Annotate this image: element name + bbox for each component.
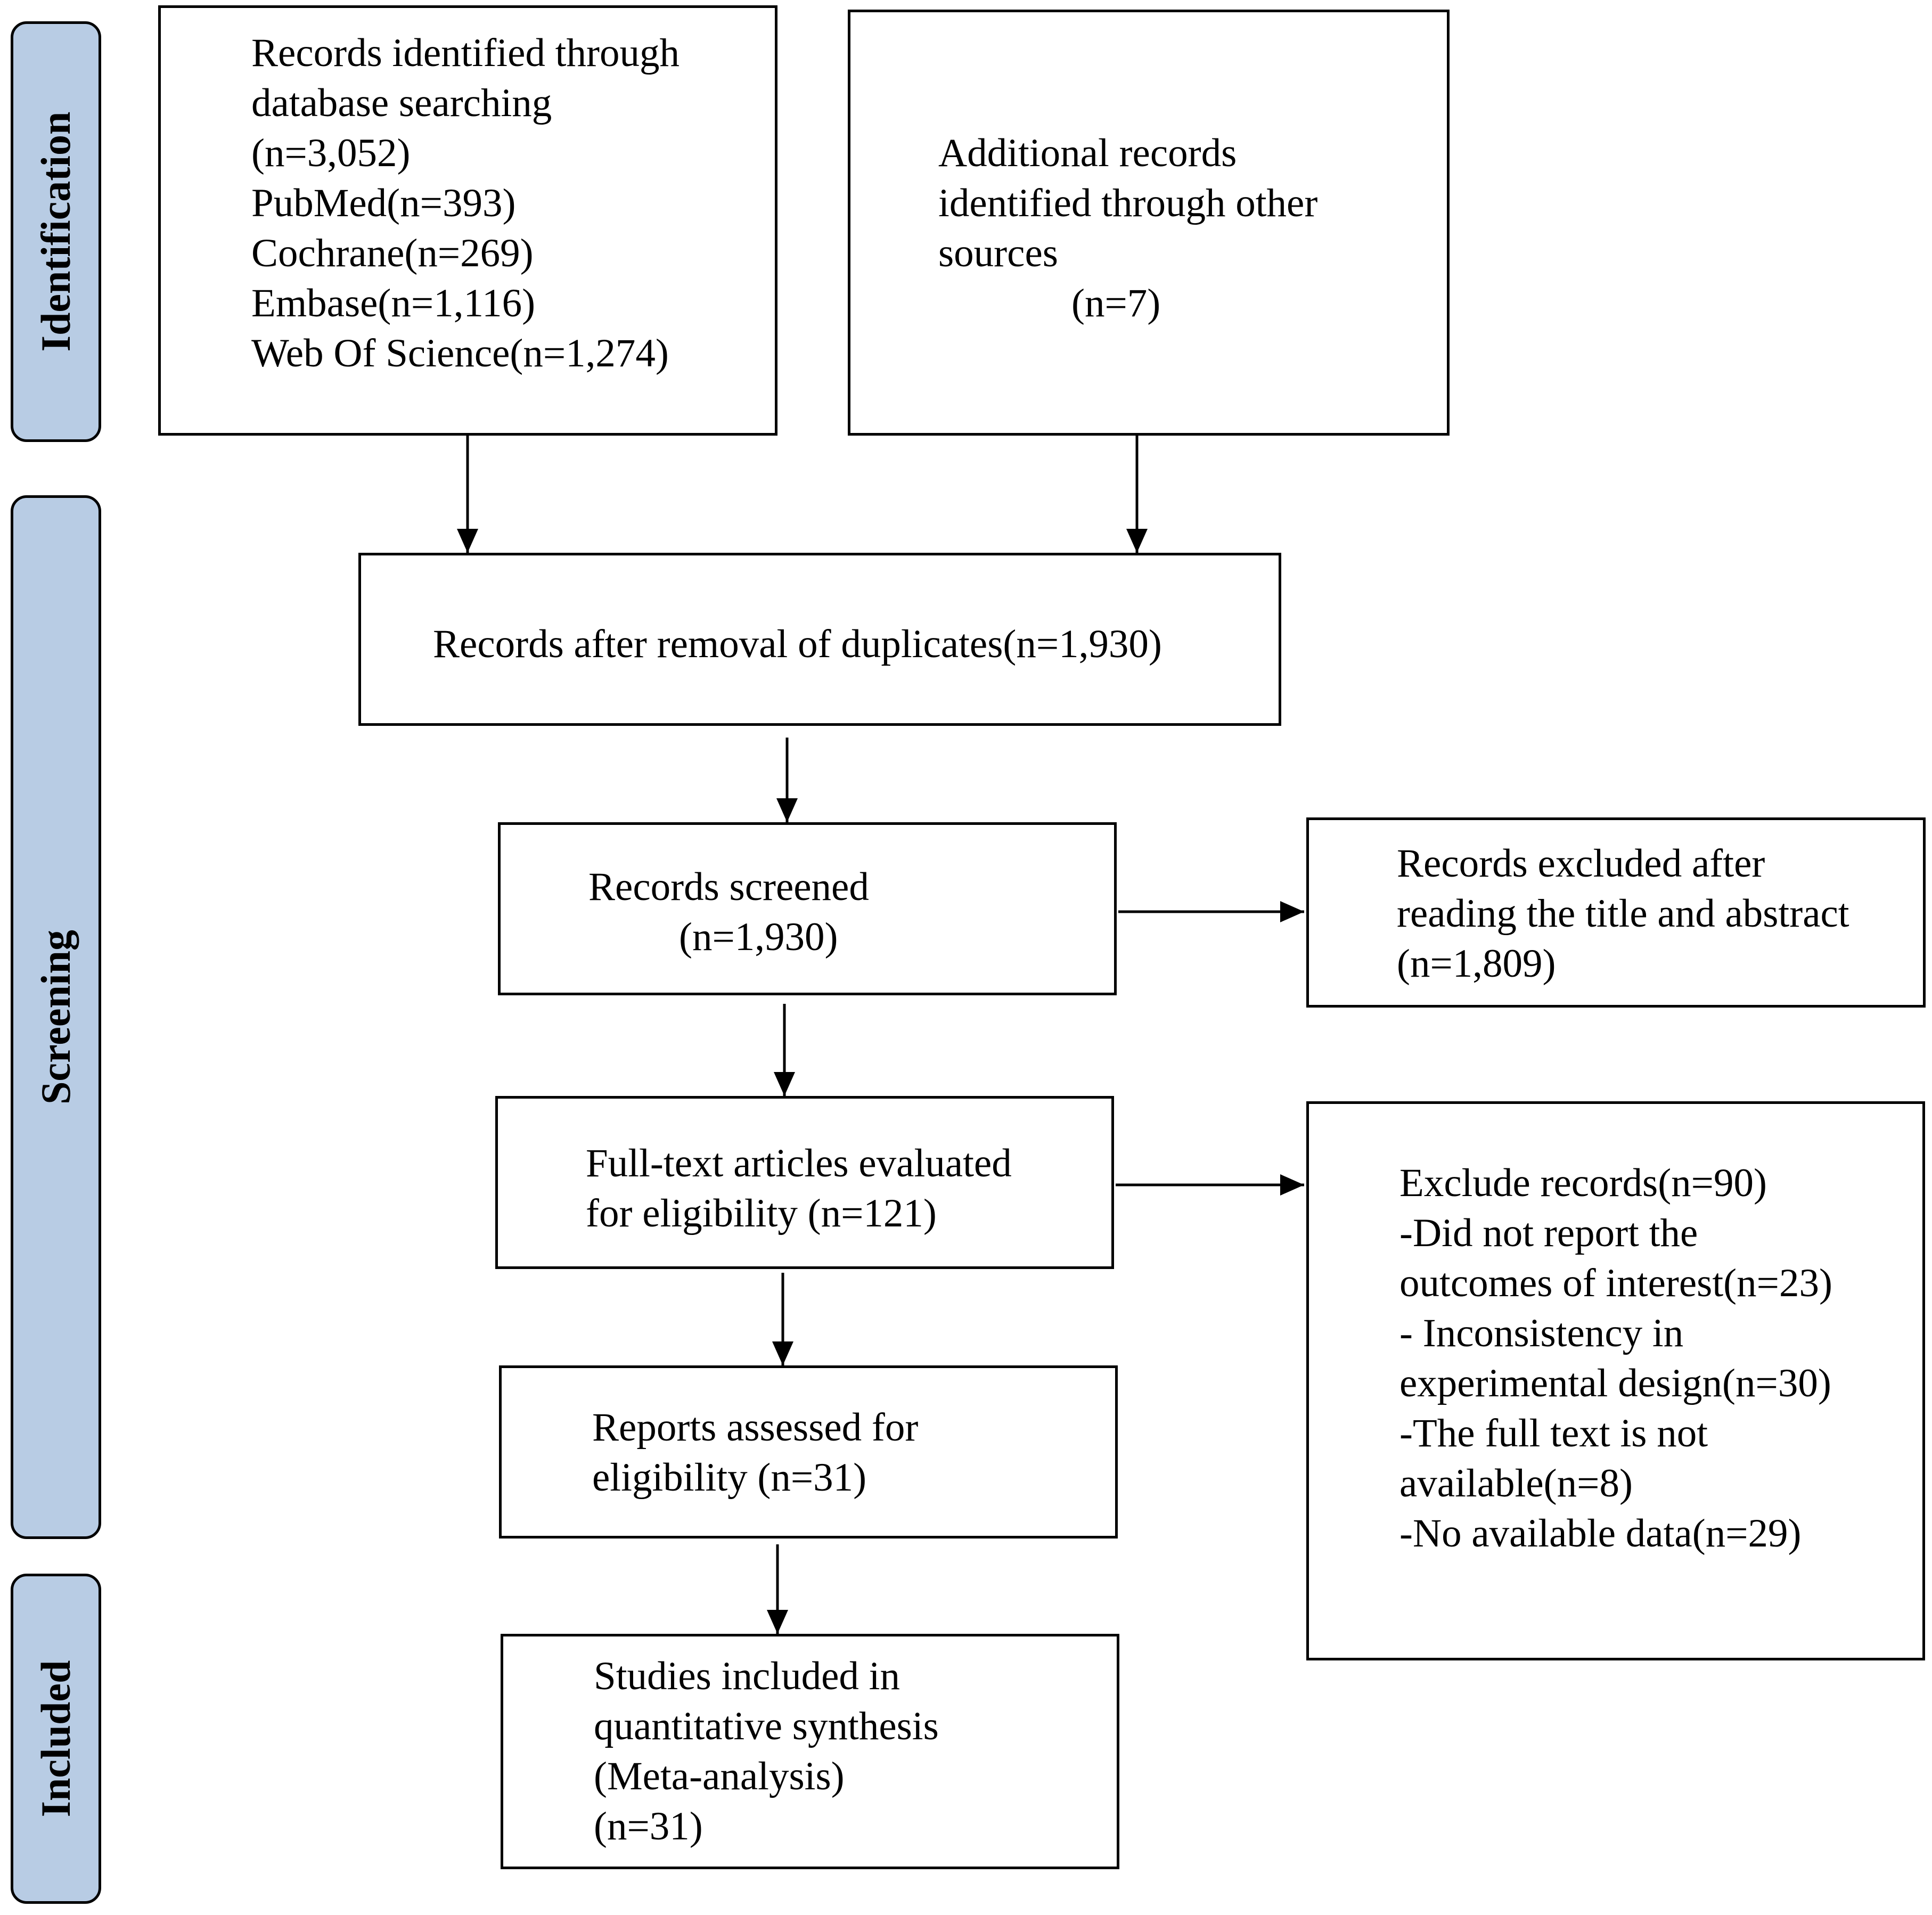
phase-identification: Identification — [11, 21, 101, 442]
included-studies-line: (n=31) — [594, 1804, 703, 1848]
excluded-full-text-line: outcomes of interest(n=23) — [1399, 1261, 1832, 1305]
reports-assessed-line: Reports assessed for — [592, 1405, 919, 1450]
database-search-line: Web Of Science(n=1,274) — [251, 331, 669, 375]
other-sources-box: Additional records identified through ot… — [848, 10, 1450, 436]
excluded-full-text-line: experimental design(n=30) — [1399, 1361, 1831, 1405]
after-duplicates-line: Records after removal of duplicates(n=1,… — [433, 622, 1162, 666]
reports-assessed-text: Reports assessed for eligibility (n=31) — [592, 1403, 918, 1503]
excluded-title-abstract-line: Records excluded after — [1397, 841, 1765, 886]
other-sources-line: identified through other — [938, 181, 1318, 225]
phase-included: Included — [11, 1574, 101, 1904]
excluded-full-text-line: - Inconsistency in — [1399, 1311, 1684, 1355]
included-studies-line: quantitative synthesis — [594, 1704, 939, 1748]
excluded-title-abstract-box: Records excluded after reading the title… — [1306, 817, 1926, 1008]
excluded-full-text-line: -Did not report the — [1399, 1211, 1698, 1255]
screened-text: Records screened (n=1,930) — [588, 862, 869, 962]
reports-assessed-box: Reports assessed for eligibility (n=31) — [499, 1365, 1118, 1538]
excluded-title-abstract-line: reading the title and abstract — [1397, 891, 1849, 936]
screened-box: Records screened (n=1,930) — [498, 822, 1117, 995]
included-studies-box: Studies included in quantitative synthes… — [501, 1634, 1119, 1869]
excluded-full-text-box: Exclude records(n=90) -Did not report th… — [1306, 1101, 1925, 1660]
database-search-line: Cochrane(n=269) — [251, 231, 534, 275]
excluded-full-text-line: -No available data(n=29) — [1399, 1511, 1802, 1556]
screened-title: Records screened — [588, 865, 869, 909]
excluded-full-text-line: Exclude records(n=90) — [1399, 1161, 1767, 1205]
other-sources-line: Additional records — [938, 131, 1237, 175]
after-duplicates-box: Records after removal of duplicates(n=1,… — [358, 553, 1281, 726]
excluded-full-text-text: Exclude records(n=90) -Did not report th… — [1399, 1158, 1832, 1559]
database-search-line: Records identified through — [251, 31, 680, 75]
full-text-line: for eligibility (n=121) — [586, 1191, 937, 1235]
excluded-title-abstract-text: Records excluded after reading the title… — [1397, 839, 1849, 989]
full-text-line: Full-text articles evaluated — [586, 1141, 1012, 1185]
phase-screening: Screening — [11, 495, 101, 1539]
database-search-box: Records identified through database sear… — [158, 5, 777, 436]
other-sources-text: Additional records identified through ot… — [938, 128, 1317, 329]
other-sources-line: sources — [938, 231, 1058, 275]
included-studies-line: (Meta-analysis) — [594, 1754, 845, 1798]
excluded-title-abstract-line: (n=1,809) — [1397, 942, 1556, 986]
after-duplicates-text: Records after removal of duplicates(n=1,… — [433, 619, 1162, 669]
excluded-full-text-line: available(n=8) — [1399, 1461, 1633, 1505]
included-studies-text: Studies included in quantitative synthes… — [594, 1651, 939, 1852]
included-studies-line: Studies included in — [594, 1654, 900, 1698]
database-search-line: database searching — [251, 81, 552, 125]
full-text-text: Full-text articles evaluated for eligibi… — [586, 1139, 1012, 1239]
database-search-line: Embase(n=1,116) — [251, 281, 536, 325]
excluded-full-text-line: -The full text is not — [1399, 1411, 1708, 1455]
other-sources-count: (n=7) — [1071, 281, 1161, 325]
database-search-line: (n=3,052) — [251, 131, 411, 175]
database-search-line: PubMed(n=393) — [251, 181, 516, 225]
reports-assessed-line: eligibility (n=31) — [592, 1455, 867, 1500]
database-search-text: Records identified through database sear… — [251, 28, 680, 379]
screened-count: (n=1,930) — [679, 915, 838, 959]
full-text-box: Full-text articles evaluated for eligibi… — [495, 1096, 1114, 1269]
